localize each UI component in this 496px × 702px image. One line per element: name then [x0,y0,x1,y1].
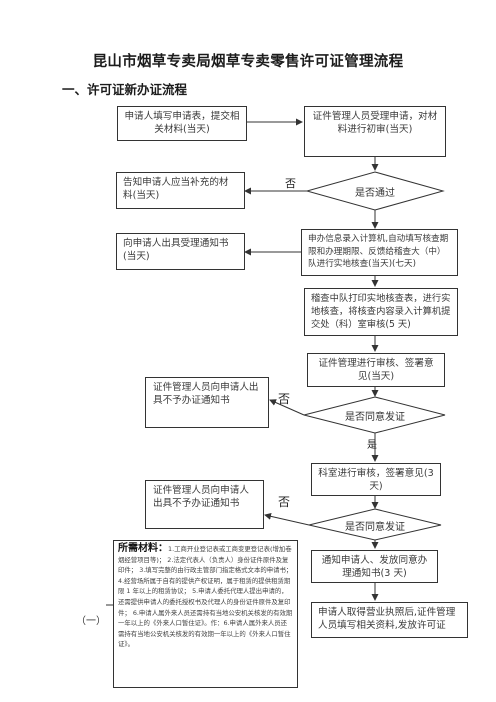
materials-body: 1.工商开业登记表或工商变更登记表(增加卷烟经营项目等)； 2.法定代表人（负责… [118,545,293,649]
step-receive-review: 证件管理人员受理申请，对材料进行初审(当天) [304,106,446,157]
step-dept-review: 科室进行审核，签署意见(3 天) [311,463,441,496]
no-label-pass: 否 [285,177,296,190]
step-issue-acceptance: 向申请人出具受理通知书(当天) [116,233,245,270]
yes-label: 是 [367,440,377,451]
step-final: 申请人取得营业执照后,证件管理人员填写相关资料,发放许可证 [311,602,468,638]
step-cert-review: 证件管理进行审核、签署意见(当天) [307,353,445,387]
step-enter-system: 申办信息录入计算机,自动填写核查期限和办理期限、反馈给稽查大（中）队进行实地核查… [301,229,458,276]
step-notify-issue: 通知申请人、发放同意办理通知书(3 天) [311,550,438,583]
step-notify-supplement: 告知申请人应当补充的材料(当天) [116,172,245,209]
arrow-agree-1-no [269,399,305,416]
document-title: 昆山市烟草专卖局烟草专卖零售许可证管理流程 [92,53,404,70]
step-inspection: 稽查中队打印实地核查表，进行实地核查，将核查内容录入计算机提交处（科）室审核(5… [304,288,458,336]
no-label-agree-1: 否 [278,392,291,406]
required-materials: 所需材料：1.工商开业登记表或工商变更登记表(增加卷烟经营项目等)； 2.法定代… [113,540,298,688]
decision-agree-2-label: 是否同意发证 [345,522,405,533]
materials-heading: 所需材料： [118,543,168,554]
step-refuse-notice-2: 证件管理人员向申请人出具不予办证通知书 [145,480,264,529]
decision-pass-label: 是否通过 [355,188,395,199]
no-label-agree-2: 否 [278,495,291,509]
step-refuse-notice-1: 证件管理人员向申请人出具不予办证通知书 [145,377,269,428]
step-apply: 申请人填写申请表，提交相关材料(当天) [117,106,247,141]
decision-agree-1-label: 是否同意发证 [345,412,405,423]
arrow-agree-2-no [264,512,310,526]
section-heading: 一、许可证新办证流程 [62,82,188,97]
side-note: （一） [76,616,106,627]
